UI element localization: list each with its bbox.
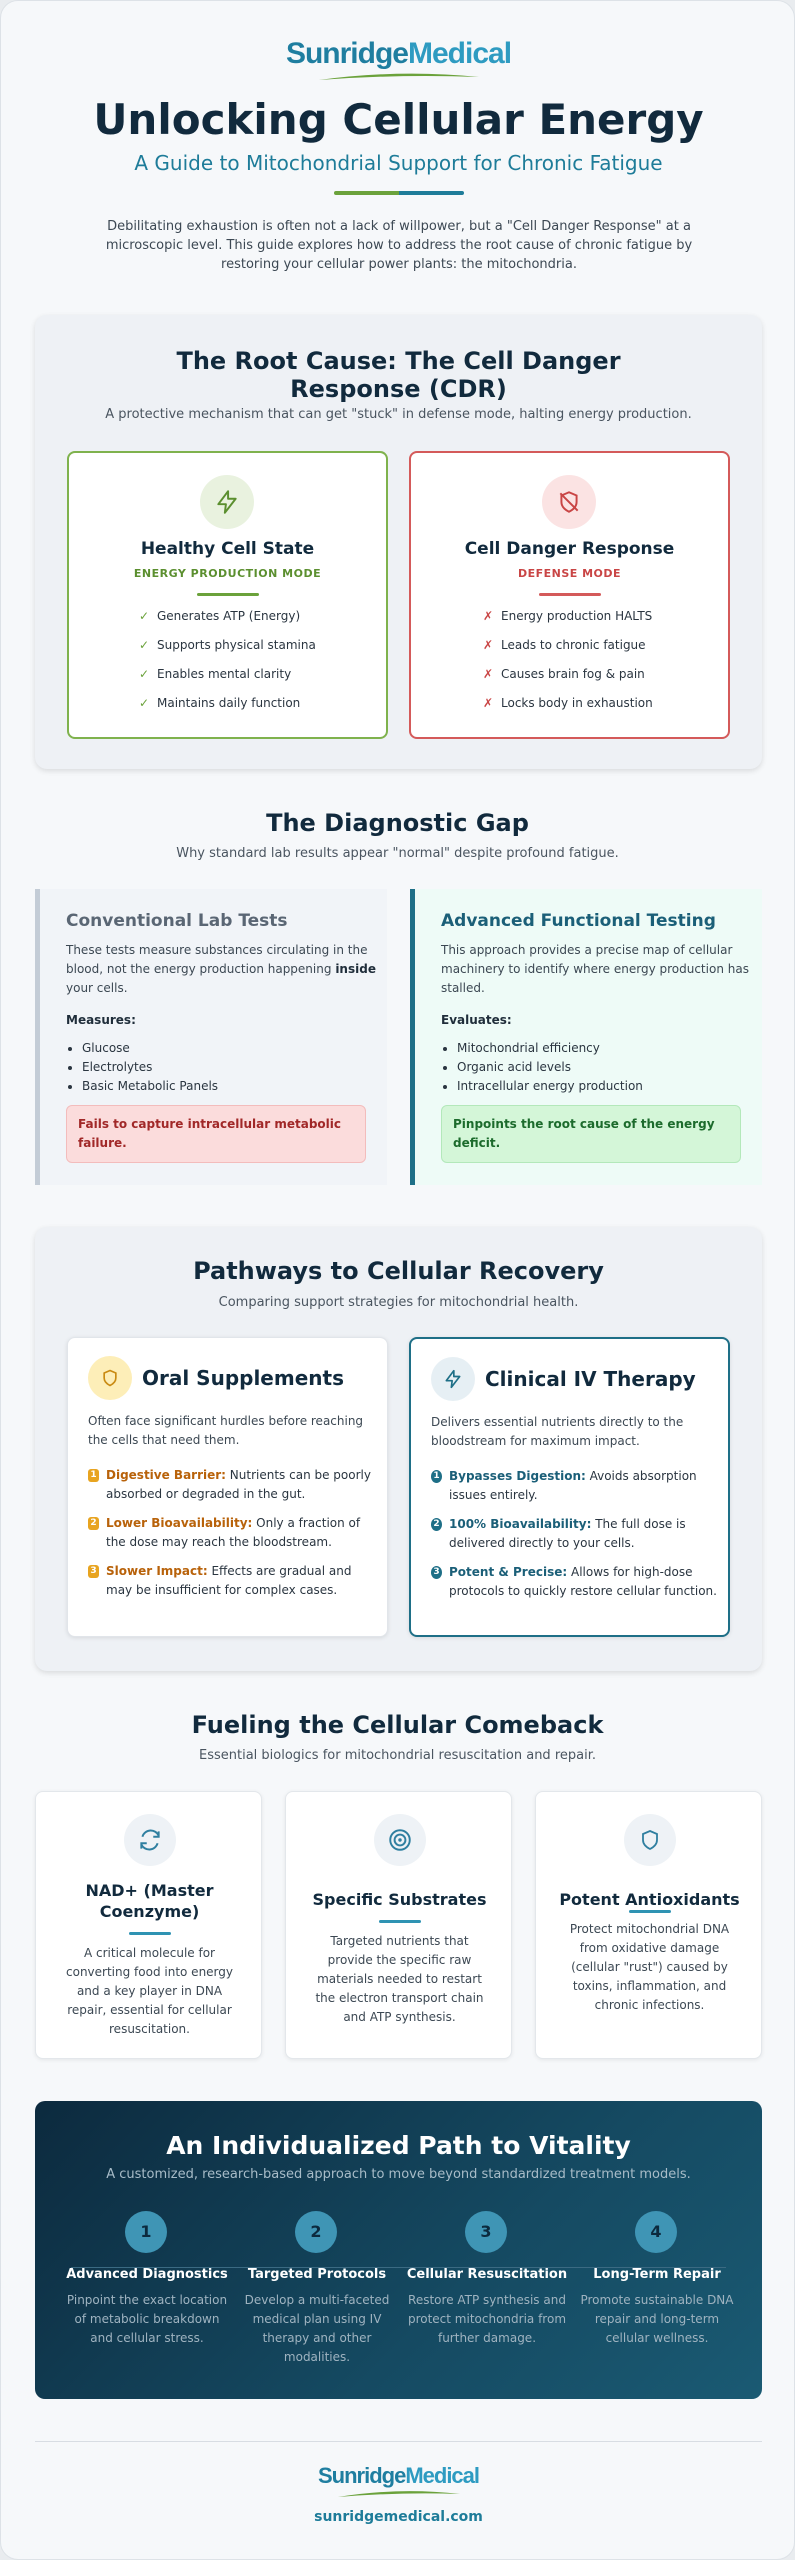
nad-card: NAD+ (Master Coenzyme) A critical molecu…: [35, 1791, 262, 2059]
advanced-desc: This approach provides a precise map of …: [441, 943, 749, 995]
check-icon: ✓: [139, 638, 150, 652]
cross-icon: ✗: [483, 609, 494, 623]
healthy-card-title: Healthy Cell State: [140, 539, 315, 559]
list-item: Mitochondrial efficiency: [457, 1039, 643, 1058]
oral-desc: Often face significant hurdles before re…: [88, 1414, 364, 1447]
list-item: Organic acid levels: [457, 1058, 643, 1077]
list-item: Electrolytes: [82, 1058, 218, 1077]
oral-supplements-card: Oral Supplements Often face significant …: [67, 1337, 388, 1637]
check-icon: ✓: [139, 667, 150, 681]
steps-connector: [71, 2267, 726, 2268]
antioxidants-desc: Protect mitochondrial DNA from oxidative…: [569, 1922, 730, 2012]
list-item: ✗Locks body in exhaustion: [483, 696, 653, 710]
vitality-subtitle: A customized, research-based approach to…: [106, 2167, 691, 2182]
measures-label: Measures:: [66, 1013, 136, 1027]
logo-text-sunridge: Sunridge: [285, 37, 409, 70]
logo-text-medical: Medical: [405, 2463, 480, 2488]
iv-therapy-card: Clinical IV Therapy Delivers essential n…: [409, 1337, 730, 1637]
target-icon: [374, 1814, 426, 1866]
danger-mode-label: DEFENSE MODE: [517, 567, 622, 580]
evaluates-label: Evaluates:: [441, 1013, 512, 1027]
list-item: ✗Causes brain fog & pain: [483, 667, 645, 681]
list-item: ✗Leads to chronic fatigue: [483, 638, 646, 652]
substrates-desc: Targeted nutrients that provide the spec…: [315, 1934, 484, 2024]
logo-text-sunridge: Sunridge: [317, 2463, 406, 2488]
list-item: ✓Maintains daily function: [139, 696, 301, 710]
conventional-desc: These tests measure substances circulati…: [66, 943, 376, 995]
check-icon: ✓: [139, 609, 150, 623]
shield-off-icon: [542, 475, 596, 529]
cross-icon: ✗: [483, 638, 494, 652]
nad-desc: A critical molecule for converting food …: [66, 1946, 233, 2036]
title-divider: [334, 191, 464, 195]
list-item: ✓Generates ATP (Energy): [139, 609, 301, 623]
danger-card-title: Cell Danger Response: [464, 539, 675, 559]
antioxidants-card: Potent Antioxidants Protect mitochondria…: [535, 1791, 762, 2059]
diagnostic-title: The Diagnostic Gap: [266, 809, 529, 837]
lightning-icon: [431, 1357, 475, 1401]
advanced-verdict: Pinpoints the root cause of the energy d…: [441, 1105, 741, 1163]
root-cause-subtitle: A protective mechanism that can get "stu…: [105, 407, 692, 422]
page-subtitle: A Guide to Mitochondrial Support for Chr…: [134, 151, 663, 175]
conventional-title: Conventional Lab Tests: [66, 911, 288, 931]
cross-icon: ✗: [483, 667, 494, 681]
footer-divider: [35, 2441, 762, 2442]
lightning-icon: [200, 475, 254, 529]
logo-swoosh-icon: [318, 73, 479, 80]
list-item: ✓Supports physical stamina: [139, 638, 316, 652]
fueling-title: Fueling the Cellular Comeback: [191, 1711, 604, 1739]
oral-title: Oral Supplements: [142, 1366, 344, 1390]
check-icon: ✓: [139, 696, 150, 710]
root-cause-title: The Root Cause: The Cell Danger Response…: [176, 347, 621, 403]
list-item: Intracellular energy production: [457, 1077, 643, 1096]
pathways-section: Pathways to Cellular Recovery Comparing …: [35, 1227, 762, 1671]
vitality-title: An Individualized Path to Vitality: [166, 2131, 631, 2160]
brand-logo[interactable]: SunridgeMedical: [1, 37, 794, 83]
substrates-card: Specific Substrates Targeted nutrients t…: [285, 1791, 512, 2059]
pathways-subtitle: Comparing support strategies for mitocho…: [218, 1295, 579, 1310]
substrates-title: Specific Substrates: [312, 1890, 487, 1909]
measures-list: Glucose Electrolytes Basic Metabolic Pan…: [82, 1039, 218, 1096]
pathways-title: Pathways to Cellular Recovery: [193, 1257, 604, 1285]
page-title: Unlocking Cellular Energy: [93, 95, 704, 144]
healthy-mode-label: ENERGY PRODUCTION MODE: [133, 567, 322, 580]
danger-divider: [539, 593, 601, 596]
advanced-title: Advanced Functional Testing: [441, 911, 716, 931]
vitality-path-section: An Individualized Path to Vitality A cus…: [35, 2101, 762, 2399]
refresh-icon: [124, 1814, 176, 1866]
list-item: Basic Metabolic Panels: [82, 1077, 218, 1096]
intro-paragraph: Debilitating exhaustion is often not a l…: [105, 219, 693, 272]
list-item: Glucose: [82, 1039, 218, 1058]
antioxidants-divider: [629, 1910, 671, 1913]
logo-text-medical: Medical: [407, 37, 512, 70]
substrates-divider: [379, 1920, 421, 1923]
logo-swoosh-icon: [337, 2491, 460, 2497]
cross-icon: ✗: [483, 696, 494, 710]
advanced-testing-column: Advanced Functional Testing This approac…: [410, 889, 762, 1185]
footer-logo[interactable]: SunridgeMedical: [1, 2463, 794, 2499]
diagnostic-subtitle: Why standard lab results appear "normal"…: [176, 846, 619, 861]
evaluates-list: Mitochondrial efficiency Organic acid le…: [457, 1039, 643, 1096]
antioxidants-title: Potent Antioxidants: [559, 1890, 740, 1909]
danger-response-card: Cell Danger Response DEFENSE MODE ✗Energ…: [409, 451, 730, 739]
fueling-subtitle: Essential biologics for mitochondrial re…: [198, 1748, 596, 1763]
footer-website-link[interactable]: sunridgemedical.com: [314, 2509, 483, 2525]
list-item: ✓Enables mental clarity: [139, 667, 292, 681]
iv-desc: Delivers essential nutrients directly to…: [431, 1415, 684, 1448]
conventional-verdict: Fails to capture intracellular metabolic…: [66, 1105, 366, 1163]
nad-title: NAD+ (Master Coenzyme): [85, 1881, 214, 1921]
iv-title: Clinical IV Therapy: [485, 1367, 696, 1391]
nad-divider: [129, 1932, 171, 1935]
healthy-divider: [197, 593, 259, 596]
shield-icon: [88, 1356, 132, 1400]
root-cause-section: The Root Cause: The Cell Danger Response…: [35, 315, 762, 769]
conventional-tests-column: Conventional Lab Tests These tests measu…: [35, 889, 387, 1185]
healthy-cell-card: Healthy Cell State ENERGY PRODUCTION MOD…: [67, 451, 388, 739]
shield-icon: [624, 1814, 676, 1866]
list-item: ✗Energy production HALTS: [483, 609, 653, 623]
